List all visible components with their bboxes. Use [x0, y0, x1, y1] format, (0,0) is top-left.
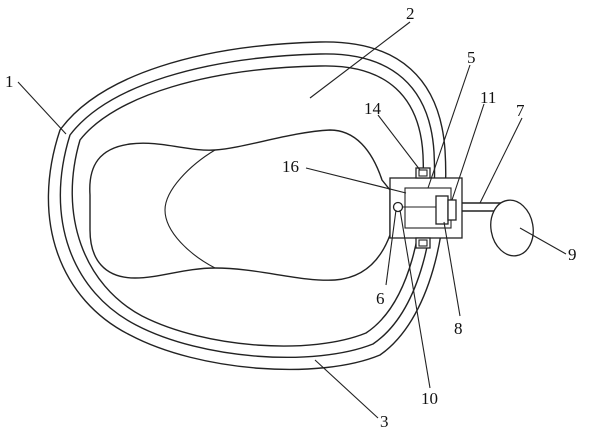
top-clip [415, 167, 431, 179]
leader-1 [17, 81, 67, 135]
bottom-clip-inner [418, 239, 428, 247]
bottom-clip [415, 237, 431, 249]
inner-shell [71, 65, 425, 347]
leader-16 [305, 167, 407, 194]
label-16: 16 [282, 157, 299, 176]
leader-14 [377, 114, 421, 171]
roller [392, 201, 404, 213]
top-clip-inner [418, 169, 428, 177]
plunger-block [435, 195, 449, 225]
outer-shell-inner-contour [59, 53, 436, 359]
leader-3 [314, 359, 379, 419]
label-7: 7 [516, 101, 525, 120]
label-3: 3 [380, 412, 389, 430]
leader-6 [385, 209, 397, 286]
knob [490, 199, 534, 257]
leader-2 [309, 21, 411, 99]
leader-5 [427, 64, 471, 189]
leader-11 [451, 103, 485, 201]
leader-10 [399, 209, 431, 389]
leader-8 [443, 221, 461, 317]
label-14: 14 [364, 99, 382, 118]
cavity-opening [89, 129, 391, 281]
label-5: 5 [467, 48, 476, 67]
outer-shell [47, 41, 447, 371]
label-10: 10 [421, 389, 438, 408]
label-1: 1 [5, 72, 14, 91]
leader-9 [519, 227, 567, 255]
small-block [447, 199, 457, 221]
label-11: 11 [480, 88, 496, 107]
label-6: 6 [376, 289, 385, 308]
label-2: 2 [406, 4, 415, 23]
cavity-detail-curve [164, 149, 216, 269]
label-9: 9 [568, 245, 577, 264]
label-8: 8 [454, 319, 463, 338]
leader-7 [479, 117, 523, 204]
